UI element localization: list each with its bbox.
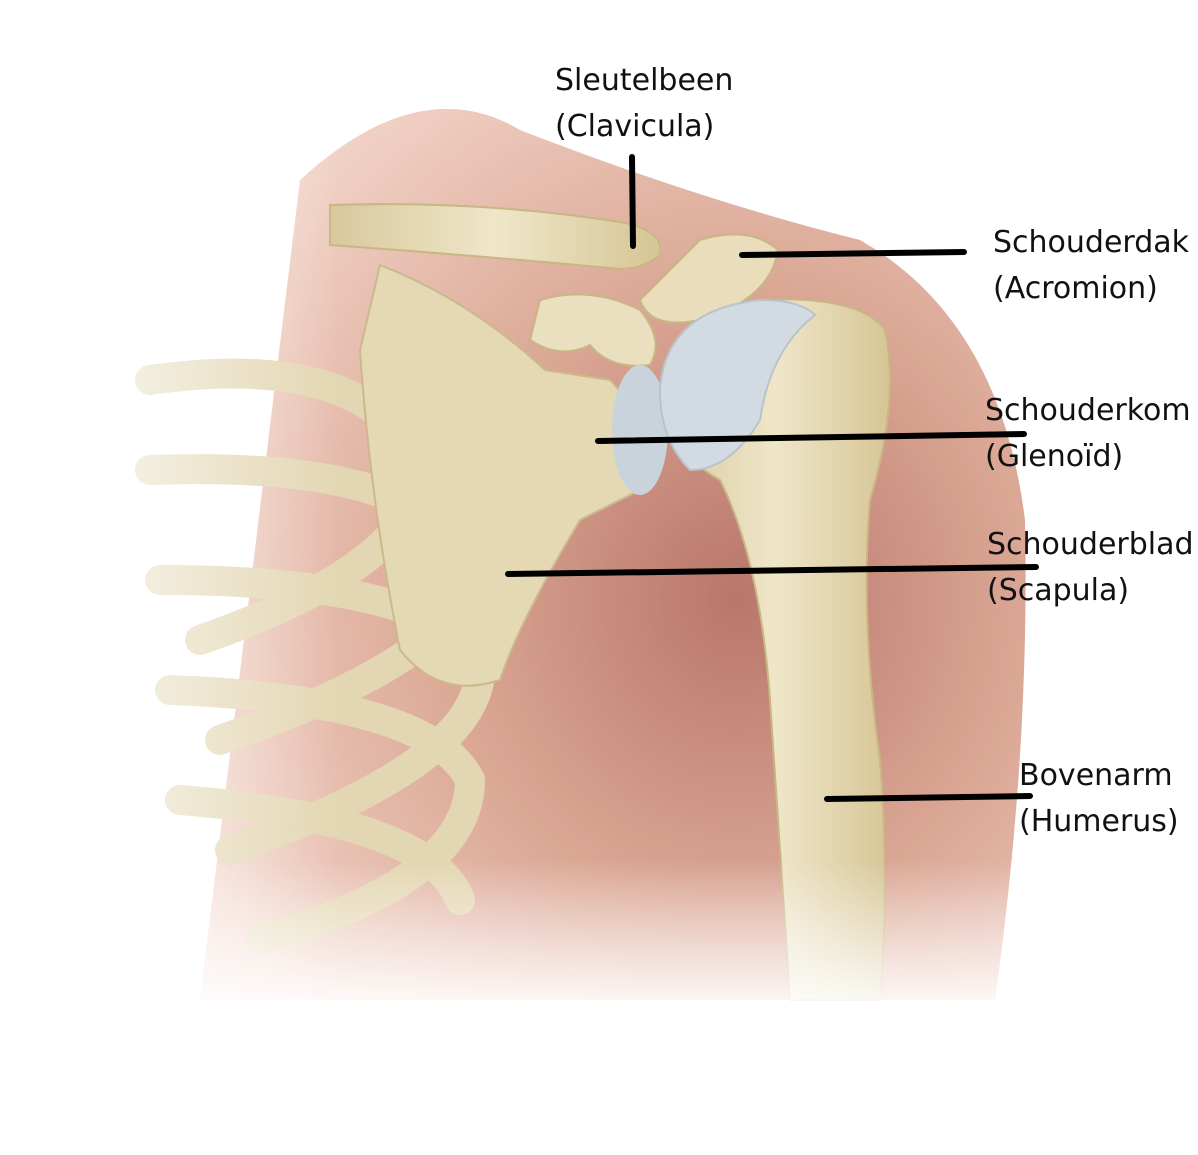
- label-name: Schouderblad: [987, 527, 1194, 562]
- leader-lines: [505, 154, 1039, 802]
- bottom-fade: [0, 860, 1198, 1020]
- label-latin: (Acromion): [993, 271, 1158, 306]
- label-latin: (Clavicula): [555, 109, 715, 144]
- clavicle-bone: [329, 203, 662, 270]
- label-glenoid: Schouderkom (Glenoïd): [985, 388, 1191, 480]
- glenoid-cartilage: [612, 365, 668, 495]
- label-name: Schouderkom: [985, 393, 1191, 428]
- leader-line-glenoid: [595, 431, 1027, 444]
- humeral-head-cartilage: [658, 298, 817, 472]
- label-acromion: Schouderdak (Acromion): [993, 220, 1189, 312]
- label-latin: (Humerus): [1019, 804, 1179, 839]
- label-name: Schouderdak: [993, 225, 1190, 260]
- humerus-bone: [658, 298, 891, 1001]
- label-latin: (Scapula): [987, 573, 1130, 608]
- label-latin: (Glenoïd): [985, 439, 1124, 474]
- label-humerus: Bovenarm (Humerus): [1019, 753, 1179, 845]
- leader-line-acromion: [739, 249, 967, 258]
- coracoid-process: [528, 293, 657, 367]
- label-scapula: Schouderblad (Scapula): [987, 522, 1194, 614]
- leader-line-scapula: [505, 564, 1039, 577]
- leader-line-clavicula: [629, 154, 636, 249]
- label-clavicula: Sleutelbeen (Clavicula): [555, 58, 733, 150]
- scapula-bone: [358, 263, 643, 687]
- label-name: Bovenarm: [1019, 758, 1173, 793]
- leader-line-humerus: [824, 793, 1033, 802]
- label-name: Sleutelbeen: [555, 63, 734, 98]
